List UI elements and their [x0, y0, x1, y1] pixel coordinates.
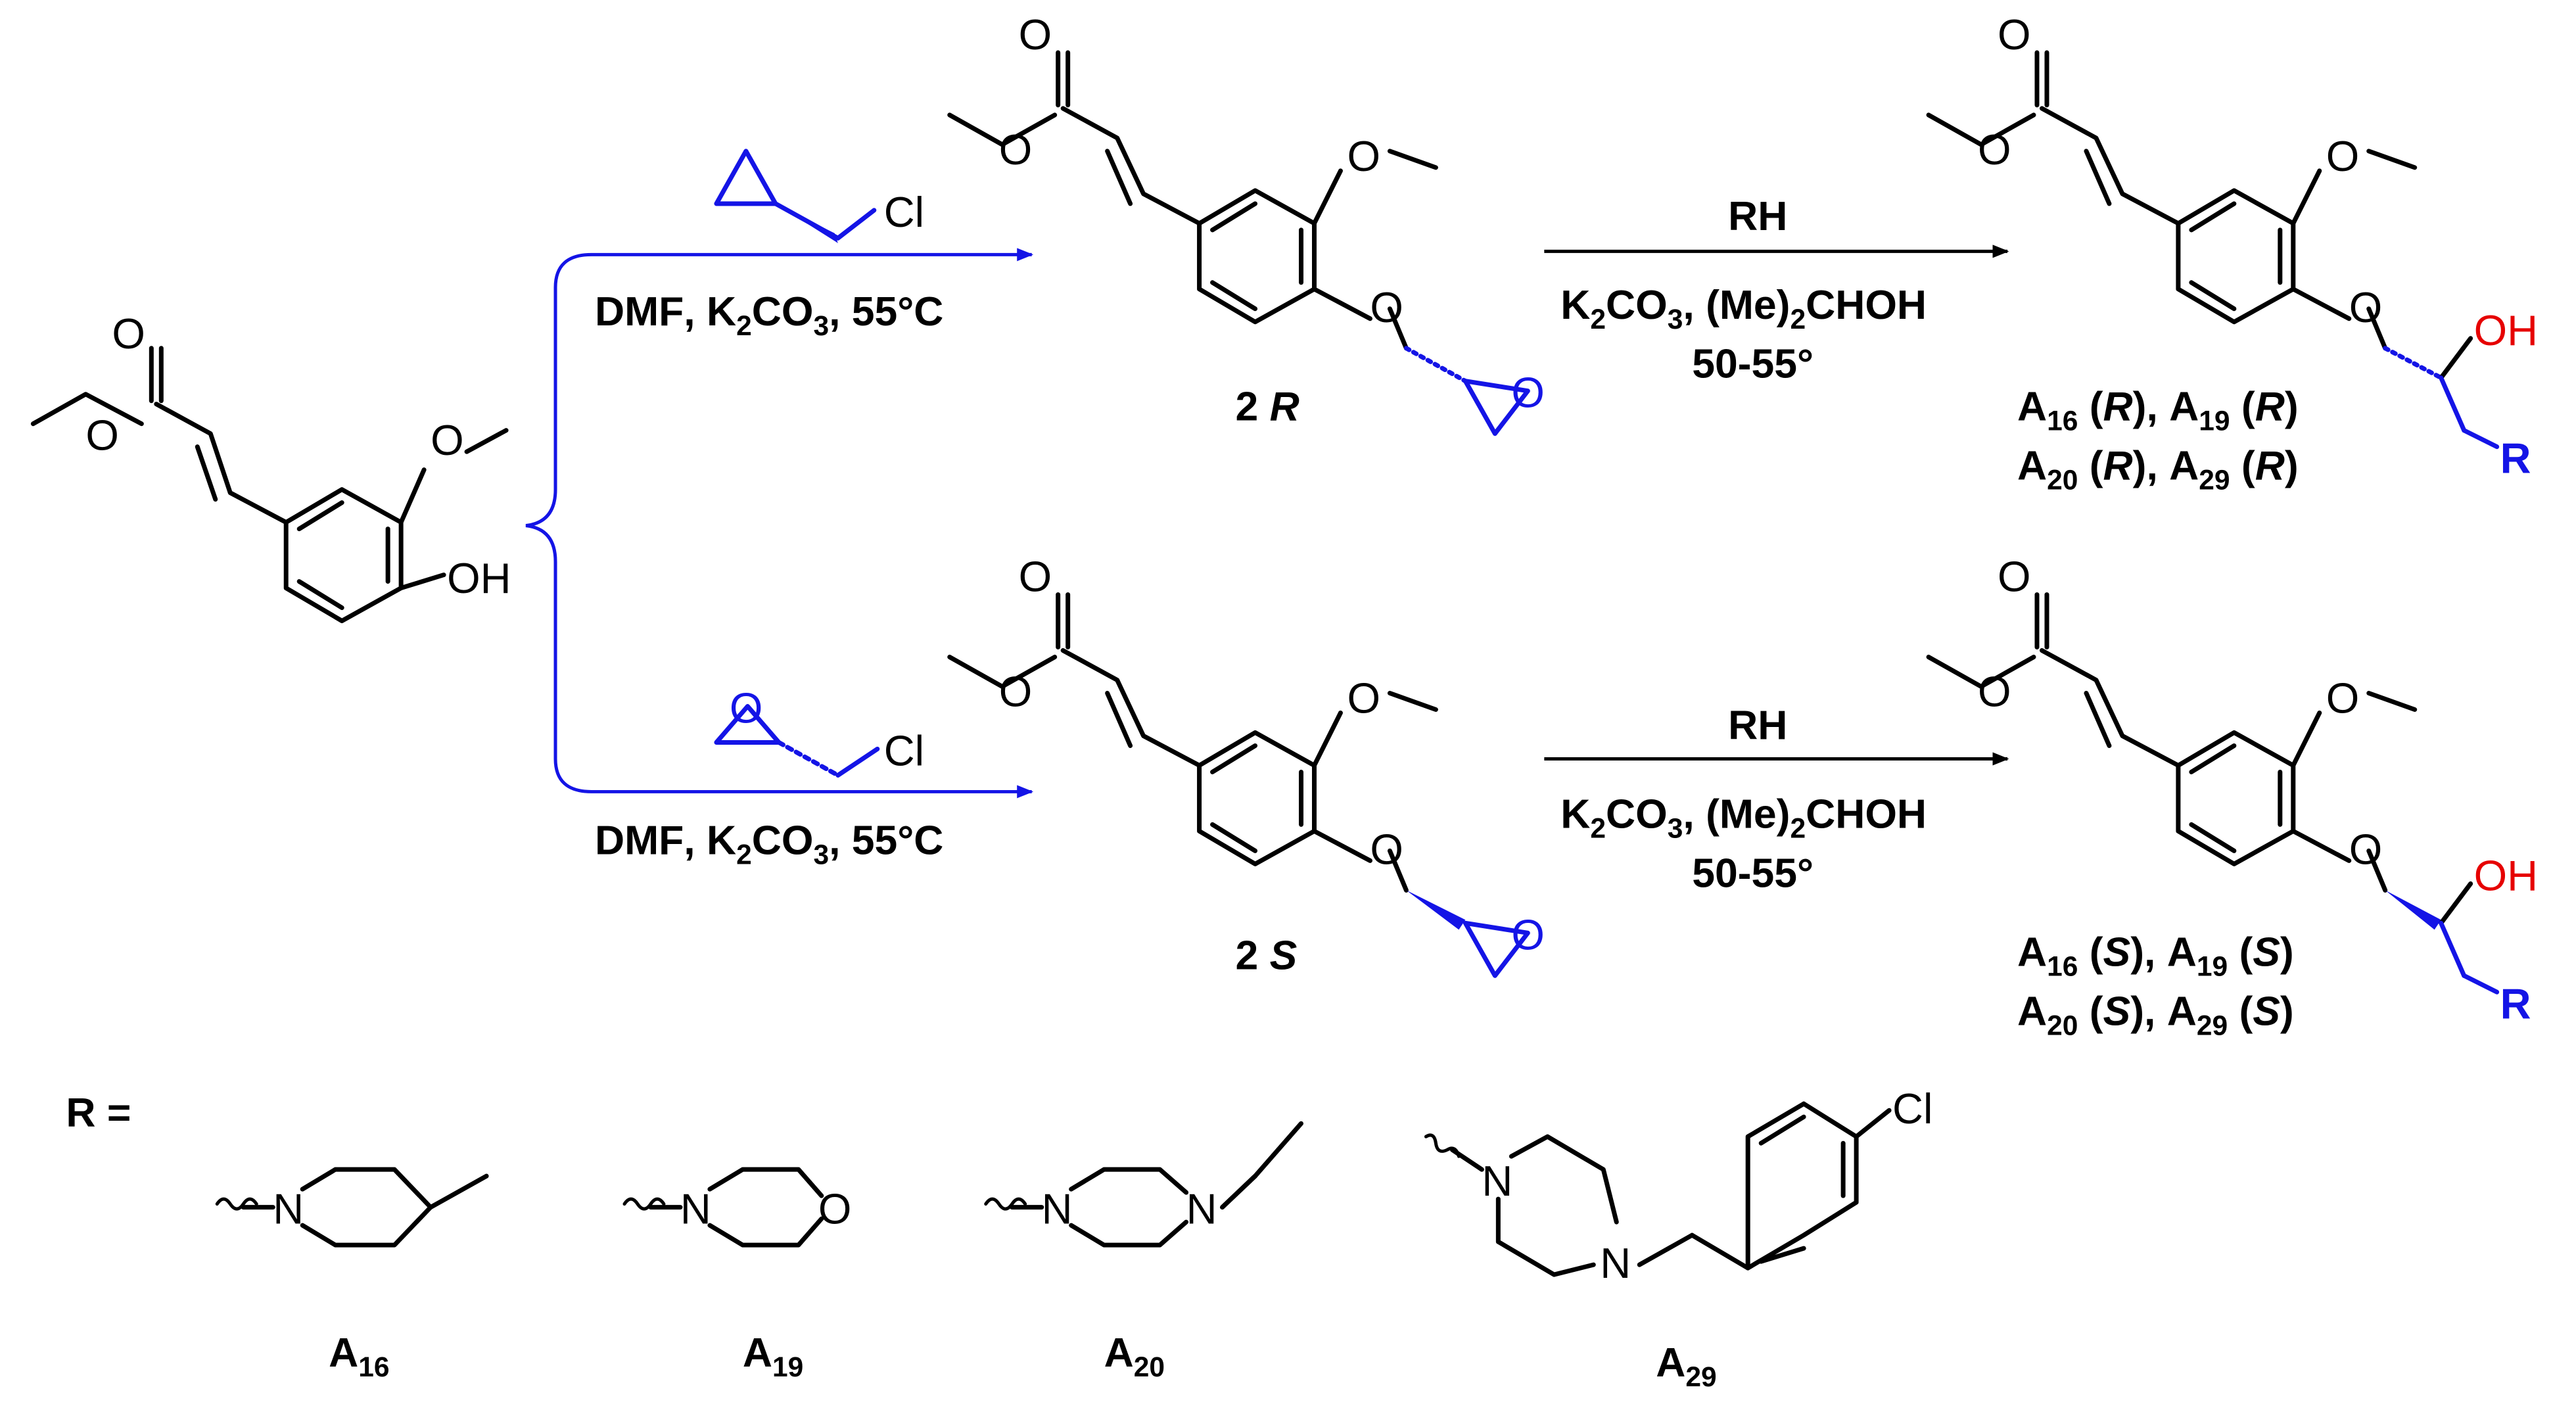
atom-o: O [818, 1185, 852, 1233]
atom-n: N [1482, 1157, 1512, 1205]
atom-o-ester: O [85, 411, 119, 459]
reagent-rh: RH [1728, 702, 1787, 748]
r-group-a19: N O A19 [622, 1167, 852, 1383]
r-group-label-a16: A16 [329, 1330, 389, 1383]
atom-o-epoxide: O [1511, 910, 1545, 958]
products-s-line1: A16 (S), A19 (S) [2017, 929, 2294, 982]
temperature: 50-55° [1692, 341, 1814, 387]
atom-n: N [1042, 1185, 1073, 1233]
opening-step-top: RH K2CO3, (Me)2CHOH 50-55° [1544, 193, 2009, 387]
r-group-label-a29: A29 [1656, 1340, 1716, 1393]
atom-o-carbonyl: O [1998, 553, 2031, 601]
products-s: O O O O OH R A16 (S), A19 (S) A20 (S), A… [1926, 553, 2538, 1041]
atom-o-carbonyl: O [112, 310, 145, 358]
r-group-legend: R = N A16 N O A19 N [66, 1085, 1932, 1393]
atom-o-ether: O [1370, 283, 1403, 331]
top-conditions: DMF, K2CO3, 55°C [595, 289, 943, 342]
atom-o-carbonyl: O [1998, 11, 2031, 59]
atom-o-carbonyl: O [1019, 553, 1052, 601]
base-solvent: K2CO3, (Me)2CHOH [1560, 282, 1927, 335]
opening-step-bottom: RH K2CO3, (Me)2CHOH 50-55° [1544, 702, 2009, 896]
atom-n: N [680, 1185, 711, 1233]
reagent-bottom-cl: Cl [884, 726, 924, 774]
branch-brace [525, 252, 592, 793]
starting-material: O O O OH [30, 310, 511, 624]
atom-o-ester: O [1978, 667, 2011, 715]
products-r-line2: A20 (R), A29 (R) [2017, 443, 2299, 496]
intermediate-2s: O O O O O 2 S [947, 553, 1545, 978]
atom-o-epoxide: O [1511, 369, 1545, 417]
atom-o-ether: O [2349, 825, 2383, 873]
atom-oh-phenol: OH [447, 554, 511, 602]
intermediate-2r: O O O O O 2 R [947, 11, 1545, 436]
atom-r: R [2500, 434, 2531, 482]
atom-oh: OH [2474, 306, 2538, 354]
atom-o-ester: O [999, 126, 1033, 174]
bottom-branch: O Cl DMF, K2CO3, 55°C [591, 684, 1034, 870]
reagent-bottom-o: O [730, 684, 763, 732]
r-group-a29: N N Cl A29 [1424, 1085, 1932, 1393]
products-r: O O O O OH R A16 (R), A19 (R) A20 (R), A… [1926, 11, 2538, 496]
atom-o-methoxy: O [1347, 674, 1380, 722]
atom-n: N [1186, 1185, 1217, 1233]
products-s-line2: A20 (S), A29 (S) [2017, 988, 2294, 1041]
atom-r: R [2500, 979, 2531, 1027]
atom-o-ether: O [1370, 825, 1403, 873]
base-solvent: K2CO3, (Me)2CHOH [1560, 791, 1927, 844]
atom-o-methoxy: O [1347, 132, 1380, 180]
atom-cl: Cl [1892, 1085, 1932, 1133]
r-group-a16: N A16 [215, 1167, 489, 1383]
r-group-a20: N N A20 [984, 1121, 1303, 1383]
reagent-rh: RH [1728, 193, 1787, 239]
atom-o-ester: O [1978, 126, 2011, 174]
r-group-label-a20: A20 [1104, 1330, 1165, 1383]
atom-oh: OH [2474, 851, 2538, 899]
atom-o-ester: O [999, 667, 1033, 715]
temperature: 50-55° [1692, 850, 1814, 896]
atom-o-methoxy: O [2326, 132, 2360, 180]
atom-o-methoxy: O [2326, 674, 2360, 722]
atom-n: N [273, 1185, 304, 1233]
r-group-heading: R = [66, 1090, 131, 1136]
products-r-line1: A16 (R), A19 (R) [2017, 384, 2299, 437]
r-group-label-a19: A19 [743, 1330, 803, 1383]
top-branch: Cl DMF, K2CO3, 55°C [591, 149, 1034, 342]
atom-o-ether: O [2349, 283, 2383, 331]
compound-label-2r: 2 R [1236, 384, 1300, 430]
atom-o-carbonyl: O [1019, 11, 1052, 59]
atom-n: N [1600, 1239, 1631, 1287]
compound-label-2s: 2 S [1236, 932, 1298, 978]
atom-o-methoxy: O [431, 416, 464, 464]
bottom-conditions: DMF, K2CO3, 55°C [595, 817, 943, 870]
reagent-top-cl: Cl [884, 188, 924, 236]
